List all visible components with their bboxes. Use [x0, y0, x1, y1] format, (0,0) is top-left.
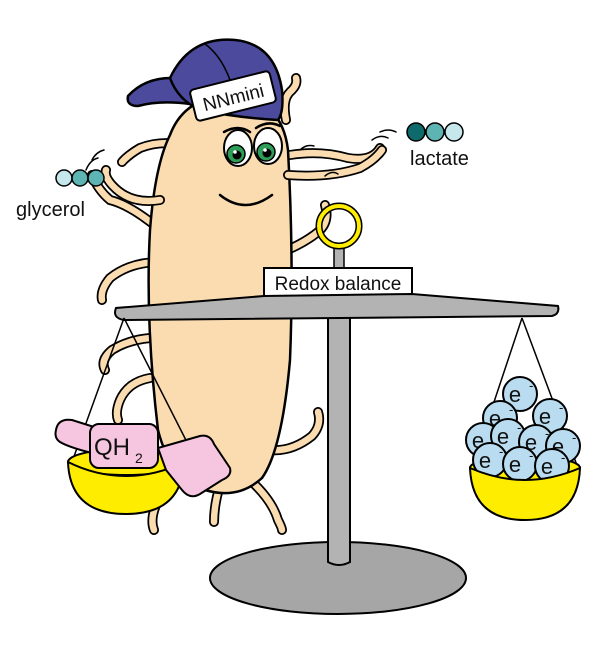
quinol-subscript: 2	[135, 450, 143, 466]
glycerol-label: glycerol	[16, 199, 85, 221]
scale-top	[315, 202, 363, 269]
svg-text:-: -	[517, 420, 521, 435]
glycerol-molecule-icon	[55, 169, 105, 187]
svg-text:-: -	[545, 426, 549, 441]
electron-ball: e -	[490, 418, 526, 454]
cap-label-patch	[189, 70, 277, 122]
quinol-hand-icon: QH 2	[54, 418, 232, 498]
flagella-front	[85, 129, 397, 206]
svg-text:-: -	[572, 430, 576, 445]
svg-text:e: e	[509, 382, 521, 407]
svg-text:-: -	[529, 448, 533, 463]
scale-stand	[209, 303, 467, 615]
svg-text:-: -	[499, 444, 503, 459]
baseball-cap: NNmini	[126, 38, 284, 122]
electron-ball: e -	[502, 446, 538, 482]
svg-text:-: -	[559, 400, 563, 415]
scale-beam	[114, 292, 560, 322]
lactate-label: lactate	[410, 148, 469, 170]
scale-pole	[327, 303, 351, 566]
svg-text:e: e	[509, 452, 521, 477]
bacterium-mascot	[147, 93, 293, 495]
svg-text:-: -	[509, 402, 513, 417]
redox-balance-sign: Redox balance	[263, 267, 413, 299]
electron-ball: e -	[502, 376, 538, 412]
quinol-label: QH	[94, 434, 130, 461]
svg-text:e: e	[479, 448, 491, 473]
svg-text:-: -	[561, 450, 565, 465]
svg-text:e: e	[539, 404, 551, 429]
electron-ball: e -	[532, 398, 568, 434]
smile	[218, 193, 274, 207]
electron-pile: e - e - e - e - e - e - e	[465, 376, 581, 484]
lactate-molecule-icon	[406, 122, 464, 142]
eyes	[222, 122, 283, 167]
svg-text:e: e	[497, 424, 509, 449]
redox-balance-label: Redox balance	[275, 274, 402, 295]
svg-text:e: e	[541, 454, 553, 479]
right-pan-bowl	[468, 466, 582, 522]
svg-text:-: -	[529, 378, 533, 393]
